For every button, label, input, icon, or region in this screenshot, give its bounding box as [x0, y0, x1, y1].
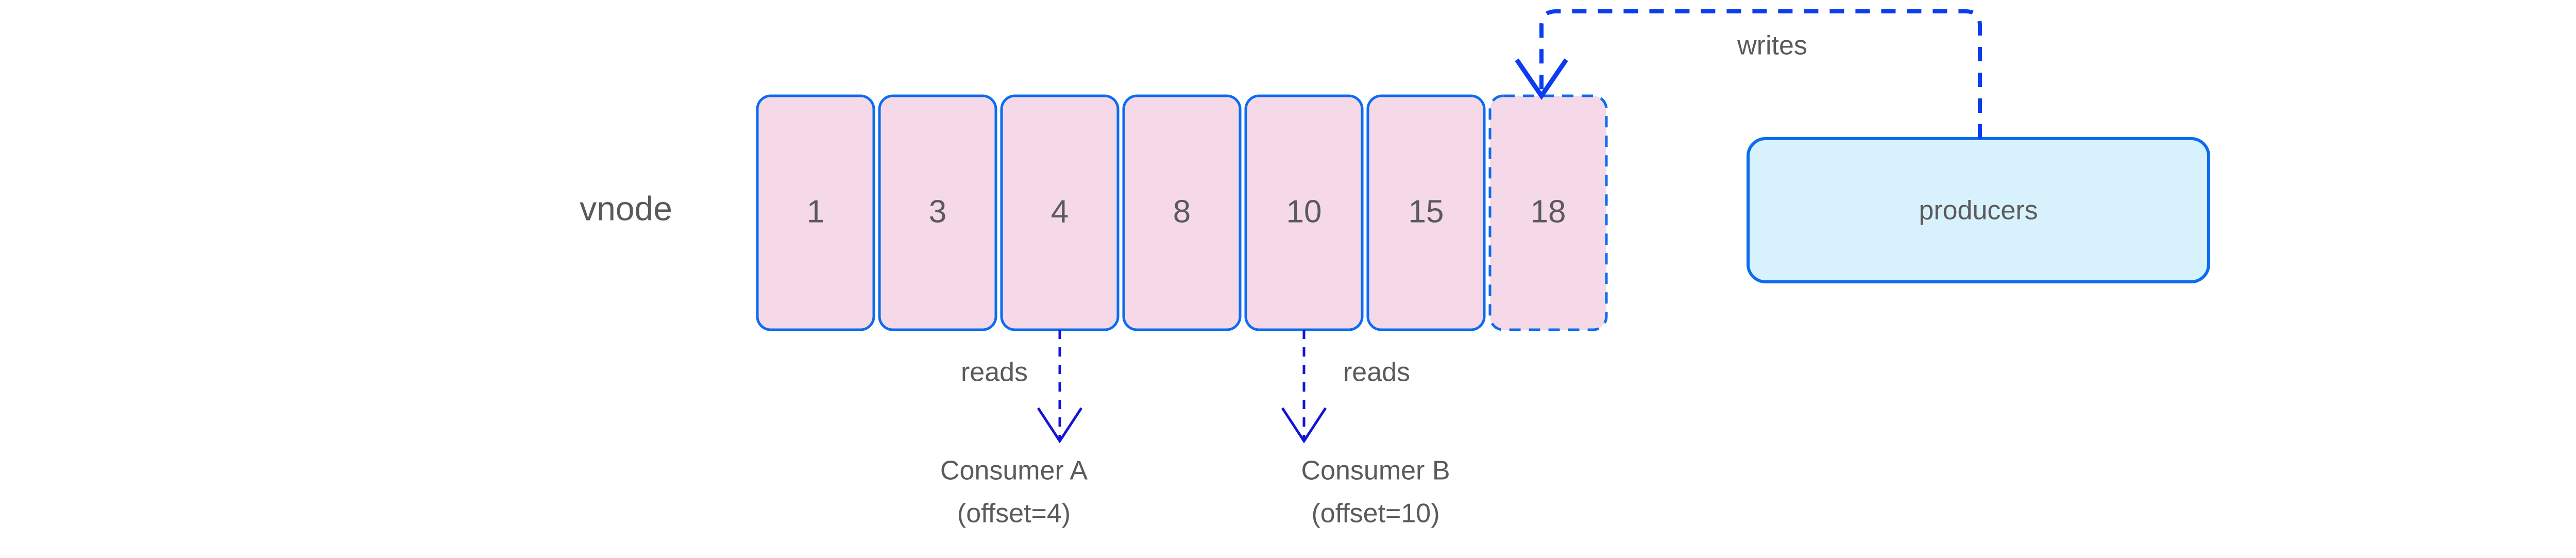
consumer-a-name: Consumer A: [940, 456, 1088, 486]
vnode-cell-pending[interactable]: 18: [1488, 94, 1608, 331]
vnode-cell-value: 15: [1409, 194, 1444, 229]
producers-node[interactable]: producers: [1747, 137, 2210, 283]
writes-arrowhead-icon: [1515, 58, 1568, 100]
reads-a-label: reads: [961, 358, 1028, 387]
consumer-b-offset: (offset=10): [1311, 499, 1439, 529]
vnode-cell-value: 18: [1531, 194, 1566, 229]
producers-label: producers: [1919, 196, 2038, 226]
consumer-b-name: Consumer B: [1301, 456, 1450, 486]
vnode-cell-box[interactable]: [878, 94, 997, 331]
writes-edge-label: writes: [1737, 31, 1807, 61]
consumer-b-node[interactable]: Consumer B (offset=10): [1301, 456, 1450, 529]
writes-edge-path: [1539, 9, 1982, 139]
vnode-cell-row: 1 3 4 8 10 15: [756, 94, 1608, 331]
vnode-cell-box[interactable]: [756, 94, 875, 331]
vnode-cell-value: 3: [929, 194, 946, 229]
vnode-cell-value: 10: [1286, 194, 1322, 229]
vnode-cell-box[interactable]: [1366, 94, 1486, 331]
vnode-cell[interactable]: 1: [756, 94, 875, 331]
writes-edge: writes: [1515, 9, 1982, 139]
reads-edge-a: reads: [961, 330, 1083, 444]
vnode-cell-box[interactable]: [1122, 94, 1242, 331]
vnode-cell[interactable]: 4: [1000, 94, 1120, 331]
vnode-label: vnode: [580, 189, 672, 227]
vnode-cell-box[interactable]: [1488, 94, 1608, 331]
vnode-cell-value: 1: [807, 194, 824, 229]
vnode-cell[interactable]: 8: [1122, 94, 1242, 331]
vnode-cell[interactable]: 10: [1244, 94, 1364, 331]
reads-b-arrowhead-icon: [1281, 407, 1327, 444]
vnode-cell-value: 4: [1051, 194, 1069, 229]
reads-edge-b: reads: [1281, 330, 1410, 444]
reads-a-arrowhead-icon: [1037, 407, 1083, 444]
vnode-cell[interactable]: 3: [878, 94, 997, 331]
consumer-a-offset: (offset=4): [957, 499, 1071, 529]
consumer-a-node[interactable]: Consumer A (offset=4): [940, 456, 1088, 529]
reads-b-label: reads: [1343, 358, 1410, 387]
vnode-cell[interactable]: 15: [1366, 94, 1486, 331]
vnode-cell-value: 8: [1173, 194, 1191, 229]
